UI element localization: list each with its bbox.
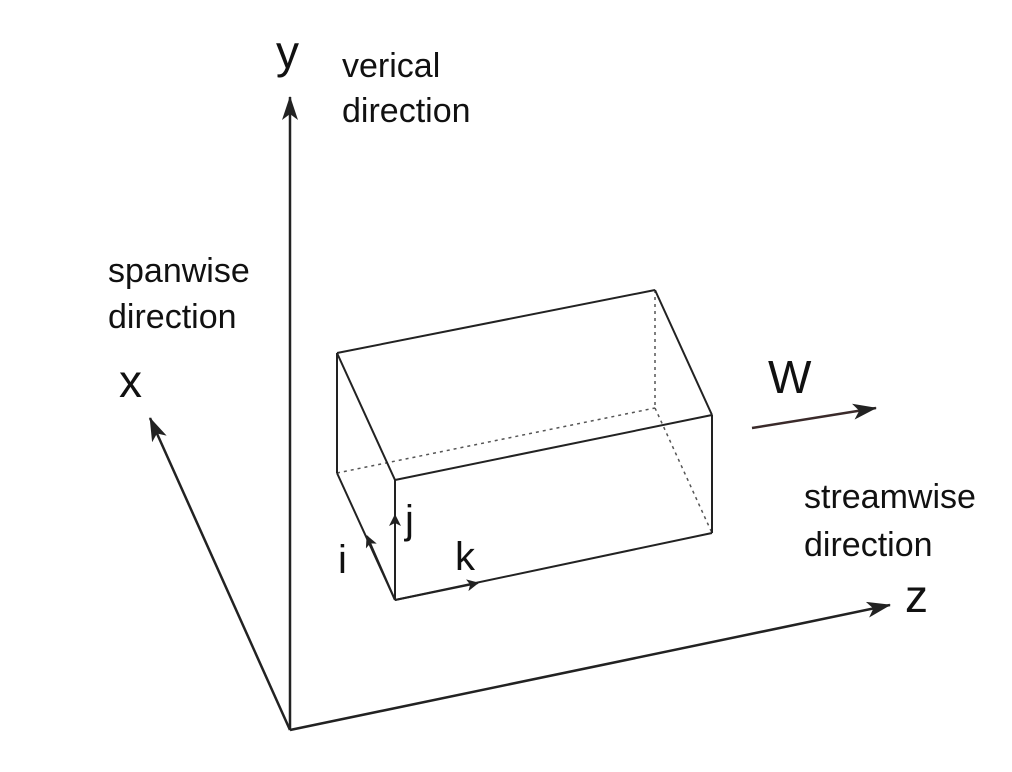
flow-label-w: W <box>768 351 812 403</box>
spanwise-caption-line2: direction <box>108 298 237 336</box>
local-k-label: k <box>455 535 476 579</box>
x-axis-label: x <box>119 355 142 407</box>
local-j-label: j <box>404 498 414 542</box>
box-hidden-edges <box>336 290 713 534</box>
y-axis-label: y <box>276 26 299 78</box>
streamwise-caption-line2: direction <box>804 526 933 564</box>
spanwise-caption-line1: spanwise <box>108 252 250 290</box>
local-k-arrow <box>394 579 479 601</box>
x-axis-line <box>148 417 292 731</box>
z-axis-label: z <box>905 570 928 622</box>
vertical-caption-line2: direction <box>342 92 471 130</box>
streamwise-caption-line1: streamwise <box>804 478 976 516</box>
local-i-label: i <box>338 538 347 582</box>
z-axis-line <box>289 601 891 732</box>
flow-arrow <box>751 403 877 430</box>
local-i-arrow <box>365 535 396 601</box>
box-visible-edges <box>336 289 713 601</box>
vertical-caption-line1: verical <box>342 47 440 85</box>
